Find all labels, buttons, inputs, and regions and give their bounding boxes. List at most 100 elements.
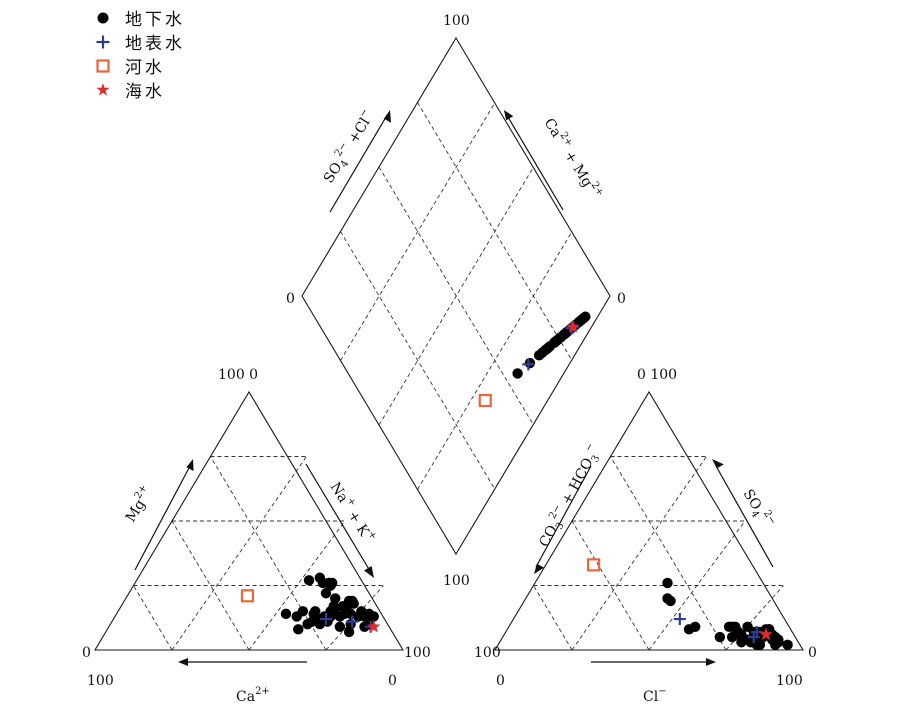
legend-label-groundwater: 地下水 (125, 10, 185, 30)
anion-bottom-arrow (591, 658, 716, 666)
cation-left-arrow (134, 459, 194, 571)
anion-so4-label: SO (740, 487, 765, 513)
anion-point-surface-water-1 (747, 631, 760, 644)
anion-point-groundwater-33 (736, 631, 747, 643)
cation-bottom-axis-label: Ca2+ (236, 686, 270, 705)
anion-apex-tick: 0 100 (637, 367, 677, 383)
cation-point-seawater-0 (367, 619, 381, 633)
anion-point-groundwater-44 (767, 629, 778, 640)
diamond-right-tick: 0 (617, 291, 626, 307)
cation-point-surface-water-0 (346, 615, 359, 628)
anion-point-groundwater-38 (742, 621, 753, 632)
cation-triangle: 100 0 0 100 100 0 Ca2+ Mg2+ Na+ + K+ (82, 367, 431, 705)
diamond-point-groundwater-25 (577, 314, 588, 325)
anion-so4-charge: 2− (761, 508, 778, 526)
anion-left-arrow (534, 465, 592, 574)
diamond-point-groundwater-4 (524, 357, 536, 369)
cation-point-groundwater-43 (306, 616, 318, 627)
anion-frame (494, 390, 804, 651)
cation-bottom-arrow (178, 658, 307, 666)
cation-point-river-water-0 (240, 589, 255, 603)
anion-cl-charge: − (658, 686, 666, 697)
anion-right-axis-label: SO42− (737, 485, 778, 532)
cation-right-tick-bottom: 0 (388, 673, 397, 689)
anion-point-groundwater-40 (662, 577, 673, 589)
legend-marker-seawater (96, 83, 110, 96)
diamond-point-groundwater-27 (550, 335, 562, 347)
anion-bottom-axis-label: Cl− (643, 686, 667, 705)
anion-point-seawater-0 (759, 627, 773, 641)
anion-left-tick-top: 100 (474, 645, 501, 661)
anion-hco3-sub: 3 (590, 454, 603, 465)
cation-data-points (240, 572, 381, 638)
cation-left-tick-top: 0 (82, 645, 91, 661)
cation-ca-label: Ca (236, 689, 255, 705)
cation-point-groundwater-9 (330, 593, 341, 604)
anion-point-groundwater-5 (726, 631, 738, 643)
anion-point-groundwater-8 (714, 631, 726, 643)
cation-point-groundwater-14 (334, 611, 346, 622)
cation-left-tick-bottom: 100 (87, 673, 114, 689)
cation-point-groundwater-40 (353, 611, 364, 622)
diamond-left-tick: 0 (286, 291, 295, 307)
anion-plus: + HCO (557, 456, 597, 512)
diamond-frame (301, 36, 611, 556)
anion-right-arrow (712, 459, 774, 568)
cation-point-groundwater-41 (308, 608, 319, 620)
cation-point-groundwater-42 (346, 595, 358, 607)
anion-point-surface-water-2 (673, 613, 686, 626)
diamond-bottom-tick: 100 (443, 573, 470, 589)
diamond-upper-left-arrow (329, 110, 391, 213)
cation-grid (133, 456, 384, 651)
anion-so4-sub: 4 (748, 509, 761, 520)
legend-item-groundwater: 地下水 (97, 10, 185, 30)
diamond-point-river-water-0 (478, 393, 492, 408)
legend: 地下水 地表水 河水 海水 (96, 10, 185, 102)
cation-ca-charge: 2+ (255, 686, 270, 697)
diamond-point-groundwater-19 (561, 326, 573, 338)
cation-point-groundwater-38 (323, 577, 335, 589)
cation-point-groundwater-8 (280, 608, 292, 620)
legend-marker-river-water (96, 59, 110, 73)
anion-data-points (586, 558, 793, 651)
diamond-point-groundwater-28 (537, 347, 548, 358)
cation-right-tick-top: 100 (404, 645, 431, 661)
anion-point-groundwater-41 (662, 593, 673, 604)
diamond: 100 0 0 100 SO42− +Cl− Ca2+ + Mg2+ (286, 13, 626, 589)
legend-marker-groundwater (97, 12, 109, 24)
cation-apex-tick: 100 0 (218, 367, 258, 383)
cation-point-groundwater-27 (314, 572, 326, 583)
legend-label-river-water: 河水 (125, 58, 165, 78)
diamond-top-tick: 100 (443, 13, 470, 29)
cation-mg-label: Mg (123, 497, 149, 525)
cation-frame (94, 390, 404, 651)
diamond-grid (340, 102, 573, 490)
legend-item-seawater: 海水 (96, 82, 165, 102)
cation-point-groundwater-28 (303, 575, 315, 586)
anion-cl-label: Cl (643, 689, 659, 705)
legend-item-surface-water: 地表水 (96, 34, 185, 54)
anion-left-tick-bottom: 0 (496, 673, 505, 689)
cation-right-arrow (305, 463, 374, 578)
cation-point-groundwater-19 (293, 624, 304, 635)
anion-point-river-water-0 (586, 558, 601, 572)
diamond-upper-right-arrow (504, 110, 564, 211)
cation-point-groundwater-21 (368, 611, 379, 622)
anion-right-tick-bottom: 100 (776, 673, 803, 689)
cation-point-groundwater-13 (291, 611, 302, 622)
anion-left-axis-label: CO32− + HCO3− (534, 441, 607, 551)
cation-point-groundwater-29 (334, 621, 346, 632)
diamond-data-points (478, 311, 591, 408)
legend-item-river-water: 河水 (96, 58, 165, 78)
diamond-so4-sub: 4 (339, 159, 352, 170)
diamond-point-seawater-0 (566, 320, 580, 333)
cation-point-groundwater-37 (325, 606, 336, 617)
diamond-point-groundwater-29 (512, 368, 523, 379)
anion-co3-sub: 3 (554, 521, 567, 532)
cation-left-axis-label: Mg2+ (120, 483, 156, 525)
anion-point-groundwater-30 (782, 639, 793, 651)
cation-point-groundwater-16 (343, 626, 355, 638)
legend-label-seawater: 海水 (125, 82, 165, 102)
legend-label-surface-water: 地表水 (125, 34, 185, 54)
